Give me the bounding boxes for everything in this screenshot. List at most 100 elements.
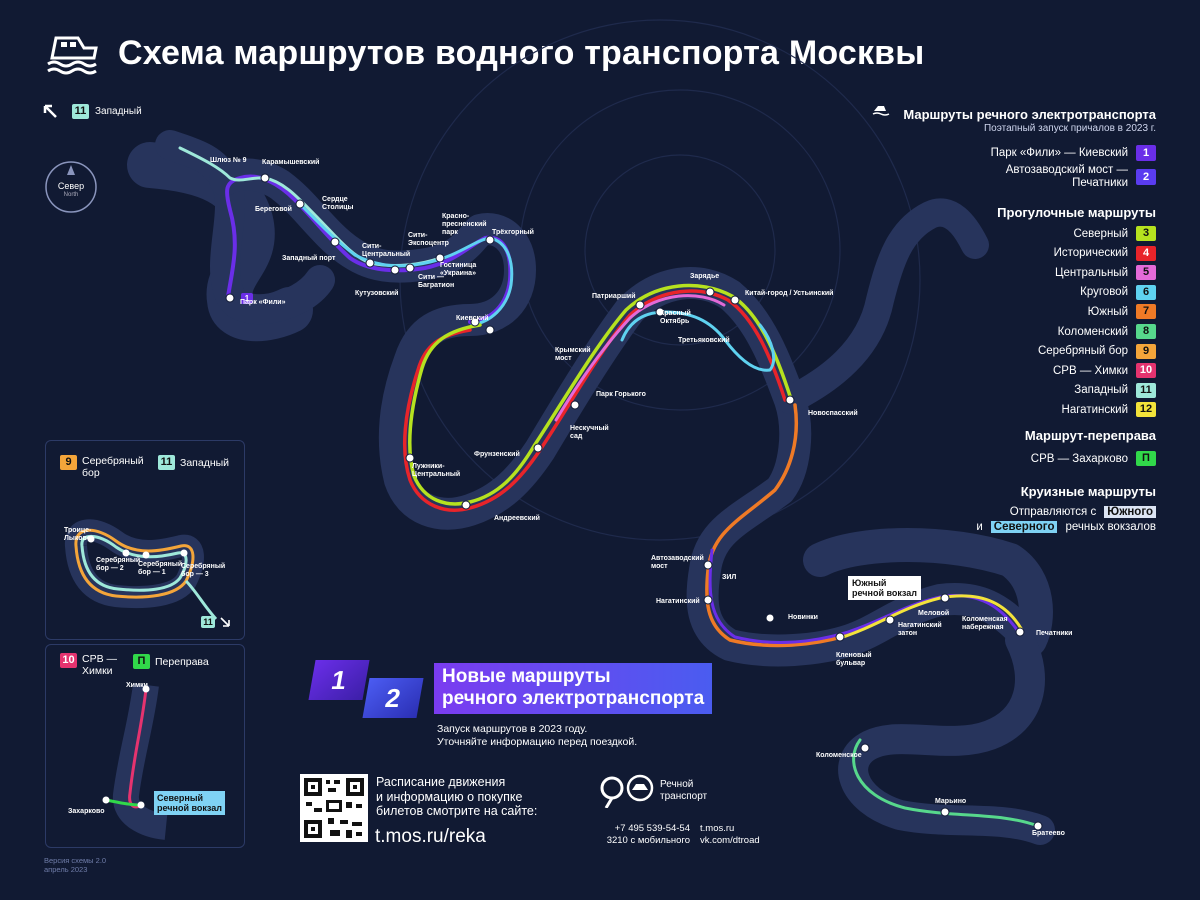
station-city-expo: Сити-Экспоцентр	[408, 232, 449, 248]
legend-route-name: СРВ — Захарково	[1030, 452, 1128, 465]
station-dots	[225, 173, 1043, 831]
station-serdtse-l1: Сердце	[322, 196, 348, 203]
station-kutuzovsky: Кутузовский	[355, 290, 399, 297]
station-cb-l2: Багратион	[418, 282, 455, 289]
station-tretyakovsky: Третьяковский	[678, 337, 730, 344]
inset-khimki-title-b: Переправа	[155, 655, 209, 668]
web-link-1[interactable]: t.mos.ru	[700, 823, 735, 834]
route-badge: 3	[1136, 226, 1156, 241]
web-info: t.mos.ru vk.com/dtroad	[700, 823, 760, 847]
route-badge: 2	[1136, 169, 1156, 185]
station-nagatinsky: Нагатинский	[656, 598, 700, 605]
route-badge: 7	[1136, 304, 1156, 320]
compass-north-en: North	[63, 192, 79, 198]
web-link-2[interactable]: vk.com/dtroad	[700, 835, 760, 846]
site-link[interactable]: t.mos.ru/reka	[375, 826, 486, 847]
station-kp-l1: Красно-	[442, 213, 470, 220]
inset-stop-l2: Лыково	[64, 535, 92, 542]
legend-route-name: Нагатинский	[1061, 403, 1128, 416]
inset-stop-l2: бор — 1	[138, 569, 166, 576]
qr-code-icon[interactable]	[300, 774, 368, 842]
inset-stop: Троице-Лыково	[64, 527, 91, 543]
station-city-central: Сити-Центральный	[362, 243, 410, 259]
cruise-line-2: и Северного речных вокзалов	[976, 521, 1156, 533]
station-beregovoy: Береговой	[255, 206, 292, 213]
station-kn-l2: набережная	[962, 624, 1004, 631]
inset-silver-map	[64, 519, 218, 621]
station-melovoy: Меловой	[918, 610, 950, 617]
promo-badge-2: 2	[362, 678, 424, 718]
schedule-line-1: Расписание движения	[376, 775, 506, 789]
legend-route-name: Серебряный бор	[1037, 345, 1128, 358]
legend-route-name: Северный	[1073, 227, 1128, 240]
station-ko-l2: Октябрь	[660, 318, 690, 325]
station-nz-l2: затон	[898, 630, 918, 637]
version-line-2: апрель 2023	[44, 865, 88, 874]
station-ko-l1: Красный	[660, 310, 691, 317]
station-city-expo-l2: Экспоцентр	[408, 240, 449, 247]
inset-khimki-map	[102, 683, 168, 840]
station-novinki: Новинки	[788, 614, 818, 621]
legend-route-name: Западный	[1074, 384, 1128, 397]
schedule-line-2: и информацию о покупке	[376, 789, 523, 804]
cruise-north: Северного	[990, 521, 1058, 533]
route-badge: 9	[60, 455, 77, 470]
promo-note: Запуск маршрутов в 2023 году. Уточняйте …	[437, 723, 637, 749]
legend-route-name: Коломенский	[1057, 325, 1128, 338]
station-maryino: Марьино	[935, 798, 967, 805]
inset-stop-l2: бор — 2	[96, 565, 124, 572]
phone-number[interactable]: +7 495 539-54-54	[614, 823, 690, 834]
brand-line-1: Речной	[660, 779, 694, 790]
legend-route-name: Парк «Фили» — Киевский	[990, 147, 1128, 159]
schedule-info: Расписание движения и информацию о покуп…	[376, 775, 537, 819]
station-kp-l3: парк	[442, 229, 458, 236]
station-neskuchny-l1: Нескучный	[570, 425, 609, 432]
route-badge: 11	[201, 616, 215, 628]
version-line-1: Версия схемы 2.0	[44, 856, 107, 865]
station-andreevsky: Андреевский	[494, 515, 540, 522]
legend-route-name-l2: Печатники	[1072, 177, 1128, 189]
inset-stop-l2: бор — 3	[181, 571, 209, 578]
brand-logo-icon	[598, 774, 658, 813]
legend-route-name: Центральный	[1054, 266, 1128, 279]
route-badge: 5	[1136, 265, 1156, 281]
cruise-prefix-2: и	[976, 521, 983, 533]
ship-icon	[44, 32, 104, 81]
cruise-prefix: Отправляются с	[1009, 506, 1097, 518]
legend-route-name: Круговой	[1080, 286, 1128, 299]
south-station-l1: Южный	[852, 578, 887, 588]
direction-label: 11 Западный	[72, 104, 142, 119]
sluice-label: Шлюз № 9	[210, 157, 247, 164]
station-park-gorkogo: Парк Горького	[596, 391, 646, 398]
walking-legend-title: Прогулочные маршруты	[997, 205, 1156, 220]
legend-route-name-l1: Автозаводский мост —	[1005, 164, 1128, 176]
station-frunzensky: Фрунзенский	[474, 451, 520, 458]
inset-khimki-header-a: 10 СРВ —Химки	[60, 653, 117, 677]
south-station-l2: речной вокзал	[852, 588, 917, 598]
route-badge: П	[133, 654, 150, 669]
station-park-fili: Парк «Фили»	[240, 299, 286, 306]
route-badge: 1	[1136, 145, 1156, 161]
ship-icon	[872, 103, 890, 122]
inset-stop-zakharkovo: Захарково	[68, 808, 105, 815]
station-ukraina-l2: «Украина»	[440, 270, 476, 277]
legend-route-1: Парк «Фили» — Киевский 1	[991, 145, 1156, 161]
inset-silver-title-a-l2: бор	[82, 467, 100, 479]
promo-title: Новые маршруты речного электротранспорта	[434, 663, 713, 714]
legend-ferry: СРВ — Захарково П	[1031, 451, 1156, 466]
promo-line-1: Новые маршруты	[442, 666, 611, 687]
inset-stop-l1: Серебряный	[138, 561, 183, 568]
inset-khimki-header-b: П Переправа	[133, 654, 209, 669]
station-novospassky: Новоспасский	[808, 410, 858, 417]
legend-route-name: Автозаводский мост —Печатники	[1006, 164, 1128, 190]
station-avto-l2: мост	[651, 563, 668, 570]
route-badge: 1	[241, 293, 253, 304]
station-zapadny-port: Западный порт	[282, 255, 336, 262]
